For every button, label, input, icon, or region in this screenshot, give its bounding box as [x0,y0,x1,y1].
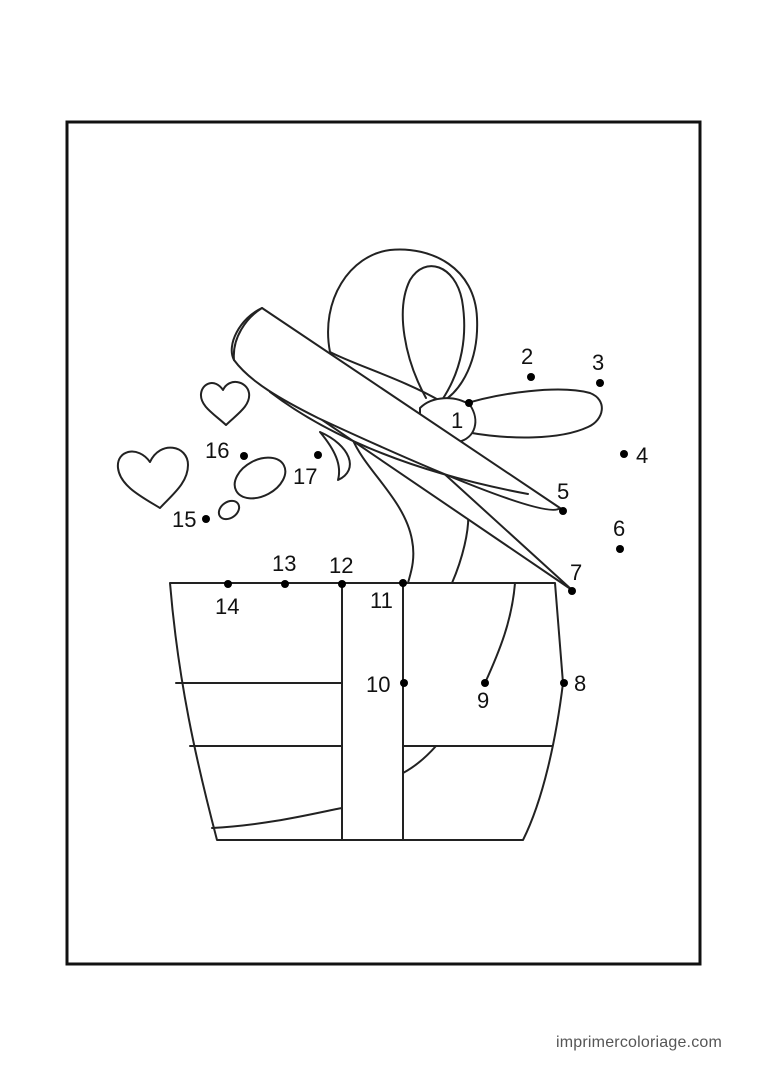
dot-label-15: 15 [172,507,196,532]
dot-marker [559,507,567,515]
dot-marker [465,399,473,407]
bubble-shape [233,456,287,500]
dot-label-10: 10 [366,672,390,697]
dot-marker [314,451,322,459]
dot-label-6: 6 [613,516,625,541]
dot-label-12: 12 [329,553,353,578]
dot-label-11: 11 [370,588,393,613]
dot-marker [338,580,346,588]
dot-marker [240,452,248,460]
site-footer: imprimercoloriage.com [556,1034,723,1051]
dot-marker [399,579,407,587]
dot-marker [560,679,568,687]
dot-marker [202,515,210,523]
gift-box-icon [169,582,564,841]
dot-label-3: 3 [592,350,604,375]
dot-label-8: 8 [574,671,586,696]
dot-label-17: 17 [293,464,317,489]
dot-label-14: 14 [215,594,239,619]
dot-marker [281,580,289,588]
dot-label-13: 13 [272,551,296,576]
heart-icon [116,446,189,509]
gift-lid [230,307,573,591]
dot-labels: 1 2 3 4 5 6 7 8 9 10 11 12 13 14 15 16 1… [172,344,648,713]
dot-marker [596,379,604,387]
dot-markers [202,373,628,687]
dot-marker [527,373,535,381]
bow-icon [327,248,603,584]
dot-marker [400,679,408,687]
bubble-shape [217,499,241,521]
dot-label-5: 5 [557,479,569,504]
dot-label-2: 2 [521,344,533,369]
dot-marker [620,450,628,458]
dot-marker [481,679,489,687]
dot-label-1: 1 [451,408,463,433]
dot-label-16: 16 [205,438,229,463]
dot-label-9: 9 [477,688,489,713]
heart-icon [199,381,251,426]
page-frame [65,120,702,966]
dot-label-7: 7 [570,560,582,585]
dot-label-4: 4 [636,443,648,468]
dot-marker [616,545,624,553]
dot-marker [224,580,232,588]
dot-marker [568,587,576,595]
